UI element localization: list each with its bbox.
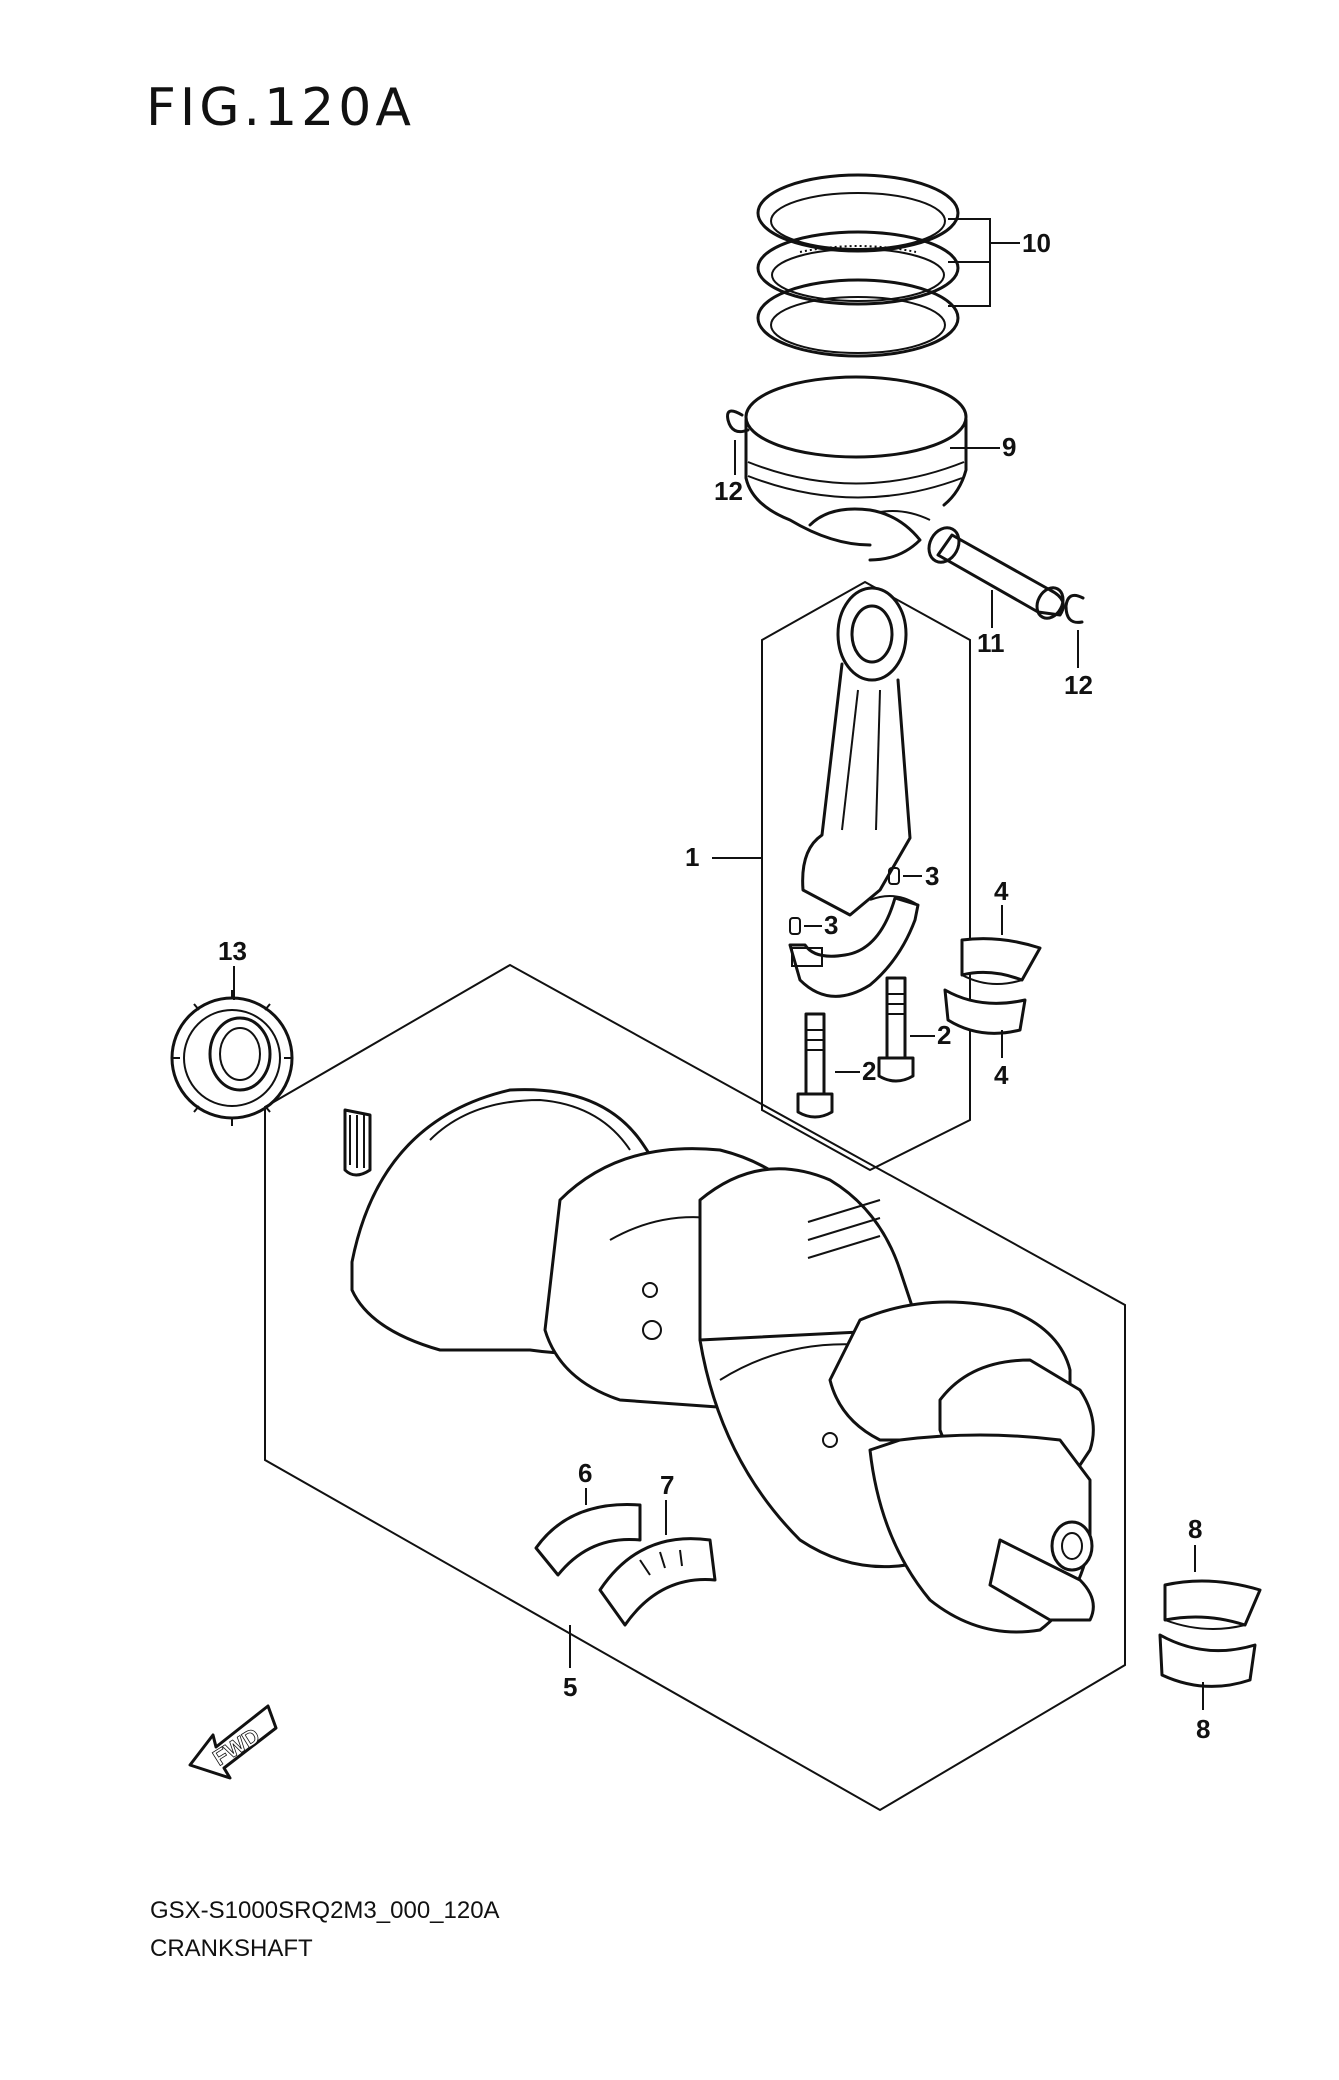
callout-4-upper: 4 <box>994 876 1009 906</box>
callout-12-top: 12 <box>714 476 743 506</box>
conrod-bolt-left <box>796 1012 834 1119</box>
callout-1: 1 <box>685 842 699 872</box>
callout-12-right: 12 <box>1064 670 1093 700</box>
figure-title: FIG.120A <box>146 78 415 138</box>
thrust-bearing-7 <box>598 1537 717 1627</box>
callout-7: 7 <box>660 1470 674 1500</box>
connecting-rod <box>788 586 920 998</box>
leader-lines-10 <box>948 218 1020 307</box>
circlip-left <box>726 409 750 434</box>
callout-3-lower: 3 <box>824 910 838 940</box>
crankshaft <box>343 1088 1095 1634</box>
piston-rings <box>756 173 960 358</box>
bearing-pin-upper <box>888 867 900 885</box>
bearing-pin-lower <box>789 917 801 935</box>
callout-10: 10 <box>1022 228 1051 258</box>
piston <box>744 375 968 562</box>
figure-name: CRANKSHAFT <box>150 1935 313 1962</box>
circlip-right <box>1064 593 1085 624</box>
callout-5: 5 <box>563 1672 577 1702</box>
thrust-bearing-6 <box>534 1503 642 1577</box>
conrod-bearing <box>943 937 1042 1035</box>
callout-3-upper: 3 <box>925 861 939 891</box>
callout-8-upper: 8 <box>1188 1514 1202 1544</box>
callout-6: 6 <box>578 1458 592 1488</box>
conrod-frame <box>761 580 971 1172</box>
callout-11: 11 <box>977 628 1005 658</box>
timing-sprocket <box>170 990 294 1126</box>
callout-2-upper: 2 <box>937 1020 951 1050</box>
crankshaft-frame <box>264 963 1126 1812</box>
fwd-arrow-icon: FWD <box>188 1704 278 1780</box>
callout-2-lower: 2 <box>862 1056 876 1086</box>
main-bearing <box>1158 1579 1262 1688</box>
figure-code: GSX-S1000SRQ2M3_000_120A <box>150 1897 500 1924</box>
callout-9: 9 <box>1002 432 1016 462</box>
callout-4-lower: 4 <box>994 1060 1009 1090</box>
callout-13: 13 <box>218 936 247 966</box>
conrod-bolt-right <box>877 976 915 1083</box>
piston-pin <box>927 526 1065 620</box>
callout-8-lower: 8 <box>1196 1714 1210 1744</box>
